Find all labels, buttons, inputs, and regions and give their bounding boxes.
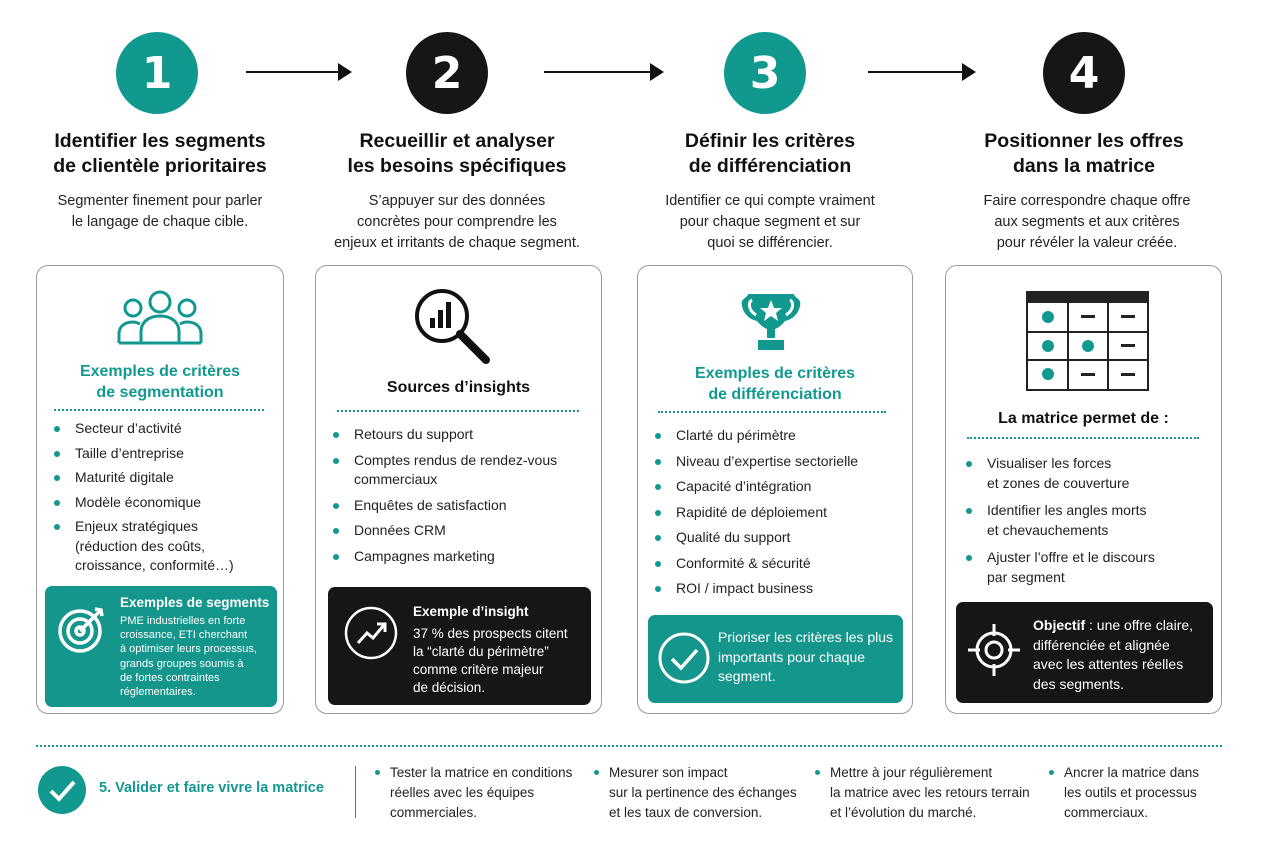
insight-example-box: Exemple d’insight 37 % des prospects cit…: [328, 587, 591, 705]
list-item: Capacité d’intégration: [643, 477, 909, 497]
list-item: Enquêtes de satisfaction: [321, 496, 597, 516]
target-icon: [58, 607, 104, 653]
list-item: Rapidité de déploiement: [643, 503, 909, 523]
check-circle-icon: [658, 632, 710, 684]
list-item: Maturité digitale: [42, 468, 280, 488]
list-item: Taille d’entreprise: [42, 444, 280, 464]
bottom-item: Ancrer la matrice dans les outils et pro…: [1045, 763, 1199, 823]
bottom-title: 5. Valider et faire vivre la matrice: [99, 780, 324, 796]
list-item: Secteur d’activité: [42, 419, 280, 439]
list-item: Clarté du périmètre: [643, 426, 909, 446]
step-3-number: 3: [724, 32, 806, 114]
vertical-divider: [355, 766, 356, 818]
divider: [54, 409, 264, 411]
list-item: Données CRM: [321, 521, 597, 541]
box-title: Exemples de segments: [120, 595, 270, 610]
bottom-divider: [36, 745, 1222, 747]
list-item: Identifier les angles morts et chevauche…: [954, 501, 1219, 540]
list-item: Conformité & sécurité: [643, 554, 909, 574]
insight-sources-list: Retours du support Comptes rendus de ren…: [321, 425, 597, 566]
divider: [658, 411, 886, 413]
card-2-heading: Sources d’insights: [386, 379, 531, 396]
list-item: Ajuster l’offre et le discours par segme…: [954, 548, 1219, 587]
bottom-item: Tester la matrice en conditions réelles …: [371, 763, 572, 823]
list-item: Campagnes marketing: [321, 547, 597, 567]
matrix-icon: [1026, 291, 1149, 391]
differentiation-criteria-list: Clarté du périmètre Niveau d’expertise s…: [643, 426, 909, 599]
arrow-1-2: [246, 63, 352, 81]
objective-box: Objectif : une offre claire, différencié…: [956, 602, 1213, 703]
magnifier-chart-icon: [415, 289, 490, 364]
bottom-item: Mettre à jour régulièrement la matrice a…: [811, 763, 1030, 823]
people-icon: [117, 290, 203, 345]
divider: [967, 437, 1199, 439]
list-item: Comptes rendus de rendez-vous commerciau…: [321, 451, 597, 490]
segmentation-criteria-list: Secteur d’activité Taille d’entreprise M…: [42, 419, 280, 576]
list-item: Visualiser les forces et zones de couver…: [954, 454, 1219, 493]
arrow-3-4: [868, 63, 976, 81]
card-insights: Sources d’insights Retours du support Co…: [315, 265, 602, 714]
matrix-benefits-list: Visualiser les forces et zones de couver…: [954, 454, 1219, 587]
trend-up-icon: [344, 606, 398, 660]
list-item: Qualité du support: [643, 528, 909, 548]
step-4-number: 4: [1043, 32, 1125, 114]
divider: [337, 410, 579, 412]
card-matrix: La matrice permet de : Visualiser les fo…: [945, 265, 1222, 714]
step-1-number: 1: [116, 32, 198, 114]
segments-example-box: Exemples de segments PME industrielles e…: [45, 586, 277, 707]
trophy-icon: [741, 294, 801, 350]
check-circle-icon: [38, 766, 86, 814]
card-4-heading: La matrice permet de :: [998, 410, 1169, 427]
box-title: Objectif: [1033, 617, 1086, 633]
list-item: Niveau d’expertise sectorielle: [643, 452, 909, 472]
list-item: ROI / impact business: [643, 579, 909, 599]
crosshair-icon: [968, 624, 1020, 676]
list-item: Modèle économique: [42, 493, 280, 513]
box-text: Objectif : une offre claire, différencié…: [1033, 617, 1194, 692]
list-item: Enjeux stratégiques (réduction des coûts…: [42, 517, 280, 576]
step-2-number: 2: [406, 32, 488, 114]
bottom-item: Mesurer son impact sur la pertinence des…: [590, 763, 797, 823]
list-item: Retours du support: [321, 425, 597, 445]
box-title: Exemple d’insight: [413, 604, 529, 619]
arrow-2-3: [544, 63, 664, 81]
